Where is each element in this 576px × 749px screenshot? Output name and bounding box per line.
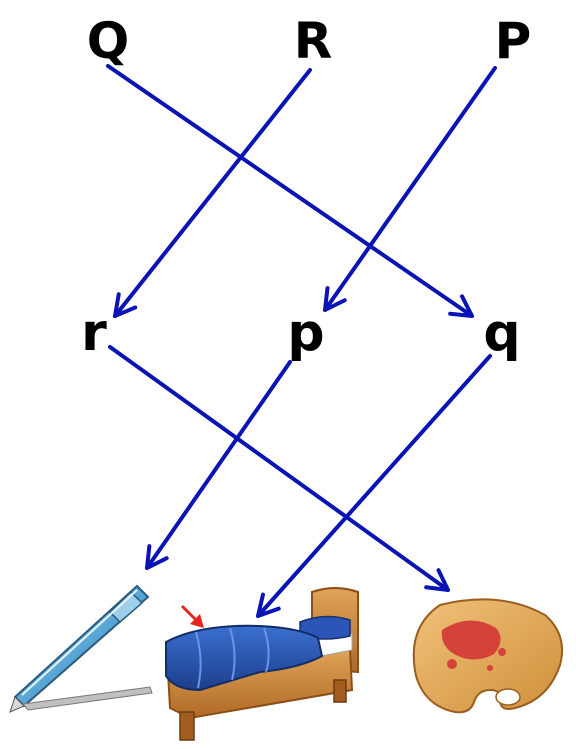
arrow-q-to-bed xyxy=(258,356,490,616)
letter-p: p xyxy=(287,303,324,363)
arrow-p-to-pen xyxy=(147,362,290,568)
palette-icon xyxy=(414,599,562,712)
letter-r: r xyxy=(81,303,107,363)
arrow-r-to-palette xyxy=(110,347,448,590)
red-pointer-icon xyxy=(182,606,204,628)
letter-q: q xyxy=(483,303,520,363)
arrow-Q-to-q xyxy=(108,66,472,316)
letter-Q: Q xyxy=(87,12,130,70)
pen-icon xyxy=(10,586,152,712)
letter-R: R xyxy=(294,12,333,70)
letter-P: P xyxy=(495,12,532,70)
arrow-R-to-r xyxy=(115,70,310,316)
